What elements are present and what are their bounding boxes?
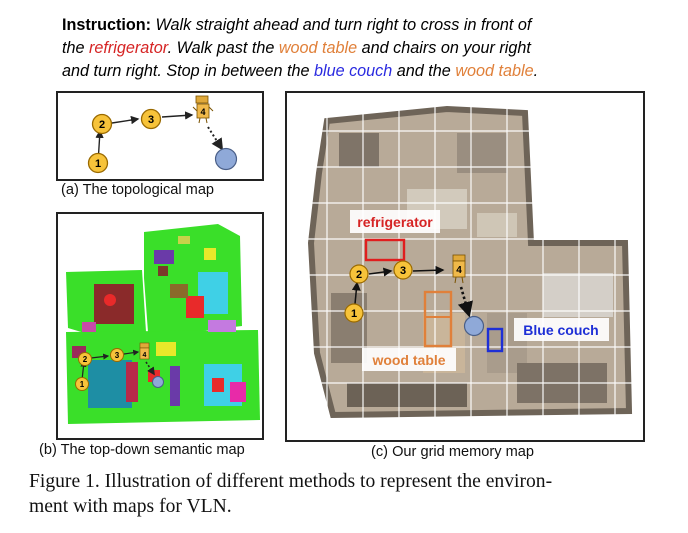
instruction-line-3: and turn right. Stop in between the blue… [62,60,662,83]
goal-node [214,147,238,171]
node-3: 3 [393,260,413,280]
svg-text:4: 4 [200,107,205,117]
instruction-wood-table-2: wood table [455,62,534,80]
figure-caption-line-2: ment with maps for VLN. [29,496,232,517]
instruction-segment: . [533,62,539,80]
edge-2-3 [90,353,110,360]
blue-couch-label: Blue couch [523,322,598,338]
edge-3-4 [123,349,140,356]
node-1: 1 [344,303,364,323]
edge-3-4 [161,111,194,120]
grid-memory-map-panel: refrigerator wood table Blue couch 1 2 3 [285,91,645,442]
instruction-segment: Walk straight ahead and turn right to cr… [151,16,532,34]
wood-table-label-bg [362,348,456,371]
node-2: 2 [349,264,369,284]
edge-4-goal [145,361,155,376]
semantic-floor-plan [66,224,260,424]
semantic-map-caption: (b) The top-down semantic map [39,442,245,458]
wood-table-label: wood table [371,352,445,368]
refrigerator-label-bg [350,210,440,233]
instruction-segment: the [62,39,90,57]
svg-text:1: 1 [95,158,101,170]
instruction-refrigerator: refrigerator [89,39,168,57]
node-3: 3 [140,108,162,130]
svg-text:3: 3 [115,351,120,360]
refrigerator-label: refrigerator [357,214,433,230]
edge-4-goal [207,126,224,151]
blue-couch-box [486,327,504,353]
edge-2-3 [111,115,140,125]
robot-agent-icon: 4 [192,95,214,124]
edge-2-3 [368,267,393,277]
node-1: 1 [87,152,109,174]
wood-table-box [423,290,453,348]
node-2: 2 [78,352,92,366]
topological-map-caption: (a) The topological map [61,182,215,198]
grid-lines [292,98,638,435]
goal-node [152,376,164,388]
blue-couch-label-bg [514,318,609,341]
svg-text:4: 4 [143,352,147,359]
instruction-segment: and chairs on your right [357,39,531,57]
svg-text:1: 1 [351,308,357,320]
semantic-map-graphic: 1 2 3 4 [66,224,260,424]
node-1: 1 [75,377,89,391]
svg-text:4: 4 [456,265,462,276]
node-3: 3 [110,348,124,362]
instruction-wood-table: wood table [278,39,358,57]
instruction-line-2: the refrigerator. Walk past the wood tab… [62,37,662,60]
edge-1-2 [351,281,361,305]
svg-text:1: 1 [80,380,85,389]
figure-caption: Figure 1. Illustration of different meth… [29,469,669,519]
goal-node [463,315,485,337]
instruction-blue-couch: blue couch [313,62,393,80]
node-2: 2 [91,113,113,135]
refrigerator-box [364,238,406,262]
instruction-segment: and the [392,62,456,80]
grid-memory-map-caption: (c) Our grid memory map [371,444,534,460]
svg-text:2: 2 [99,119,105,131]
semantic-map-panel: 1 2 3 4 [56,212,264,440]
edge-3-4 [412,265,445,275]
floor-plan-render [307,105,633,419]
figure-caption-line-1: Figure 1. Illustration of different meth… [29,471,553,492]
robot-agent-icon: 4 [452,254,466,284]
svg-text:3: 3 [400,265,406,277]
instruction-label: Instruction: [62,16,152,34]
instruction-text: Instruction: Walk straight ahead and tur… [62,14,662,83]
instruction-line-1: Instruction: Walk straight ahead and tur… [62,14,662,37]
topological-map-graphic: 1 2 3 4 [87,95,238,174]
robot-agent-icon: 4 [139,342,150,360]
grid-memory-map-graphic: refrigerator wood table Blue couch 1 2 3 [292,98,638,435]
svg-text:2: 2 [83,355,88,364]
topological-map-panel: 1 2 3 4 [56,91,264,181]
instruction-segment: and turn right. Stop in between the [62,62,314,80]
instruction-segment: . Walk past the [167,39,279,57]
svg-text:2: 2 [356,269,362,281]
svg-text:3: 3 [148,114,154,126]
